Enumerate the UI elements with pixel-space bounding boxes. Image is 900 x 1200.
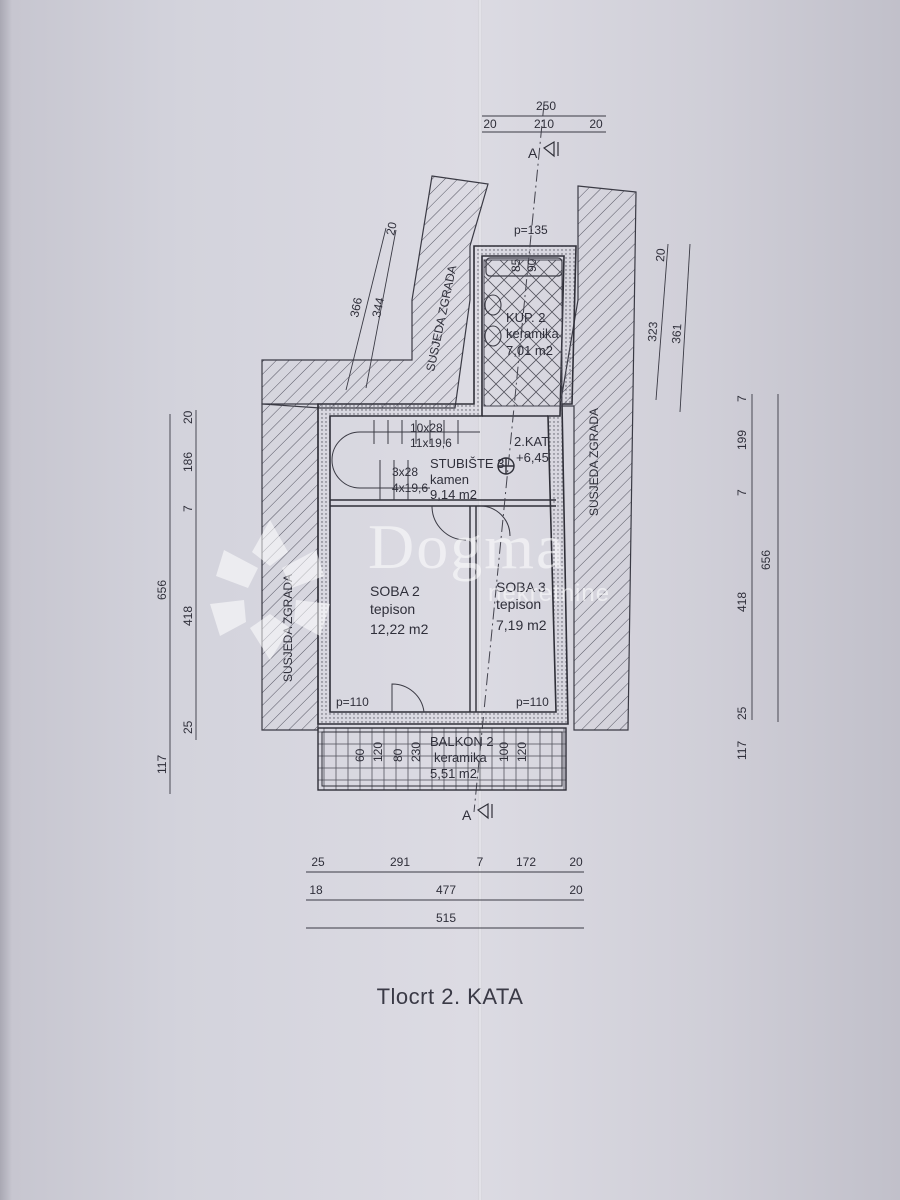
dim-upperright-323: 323	[645, 321, 660, 342]
section-marker-bottom: A	[462, 807, 472, 823]
dim-right-199: 199	[735, 430, 749, 450]
dim-top-b: 210	[534, 117, 554, 131]
room3-name: SOBA 3	[496, 579, 546, 595]
dim-upperleft-344: 344	[369, 296, 387, 319]
bathroom-floor	[483, 259, 563, 407]
balcony-area: 5,51 m2	[430, 766, 477, 781]
bath-fixture-dim-b: 90	[525, 258, 539, 272]
dim-bottom-18: 18	[309, 883, 323, 897]
section-arrow-top-icon	[542, 140, 559, 158]
balcony	[317, 727, 567, 791]
dim-right-7b: 7	[735, 489, 749, 496]
balcony-dim-60: 60	[353, 748, 367, 762]
dim-bottom-20a: 20	[569, 855, 583, 869]
sheet-shadow-edge	[0, 0, 12, 1200]
bath-fixture-dim-a: 85	[509, 258, 523, 272]
dim-bottom-172: 172	[516, 855, 536, 869]
dim-bottom-20b: 20	[569, 883, 583, 897]
balcony-dim-230: 230	[409, 742, 423, 762]
balcony-dim-120b: 120	[515, 742, 529, 762]
balcony-dim-100: 100	[497, 742, 511, 762]
level-marker-cross	[498, 458, 514, 474]
dim-bottom-515: 515	[436, 911, 456, 925]
room2-finish: tepison	[370, 601, 415, 617]
dim-left-117: 117	[155, 755, 169, 774]
plan-title: Tlocrt 2. KATA	[376, 984, 524, 1009]
stairs-step-b1: 3x28	[392, 465, 418, 479]
toilet-fixture	[484, 294, 502, 316]
building-walls	[317, 245, 577, 725]
bathroom-area: 7,01 m2	[506, 343, 553, 358]
stairs-area: 9,14 m2	[430, 487, 477, 502]
interior-partitions	[330, 415, 556, 712]
dim-upperright-20: 20	[653, 248, 668, 263]
dim-bottom-25: 25	[311, 855, 325, 869]
section-line-a	[473, 103, 545, 813]
dim-upperleft-20: 20	[383, 220, 400, 236]
dim-left-418: 418	[181, 606, 195, 626]
stairs-name: STUBIŠTE 3	[430, 456, 504, 471]
room2-area: 12,22 m2	[370, 621, 429, 637]
bathroom-finish: keramika	[506, 326, 560, 341]
bidet-fixture	[484, 325, 502, 347]
bathtub	[485, 257, 563, 277]
dim-left-25: 25	[181, 720, 195, 734]
level-value: +6,45	[516, 450, 549, 465]
dim-left-656: 656	[155, 580, 169, 600]
dim-upperleft-366: 366	[347, 296, 365, 319]
neighbor-label-left: SUSJEDA ZGRADA	[281, 574, 295, 682]
balcony-finish: keramika	[434, 750, 488, 765]
dim-left-186: 186	[181, 452, 195, 472]
room3-area: 7,19 m2	[496, 617, 547, 633]
staircase	[331, 420, 480, 500]
section-marker-top: A	[528, 145, 538, 161]
door-swings	[391, 505, 511, 713]
dim-right-7a: 7	[735, 395, 749, 402]
bathroom-door-width: p=135	[514, 223, 548, 237]
dim-top-total: 250	[536, 99, 556, 113]
neighbor-label-right: SUSJEDA ZGRADA	[587, 408, 601, 516]
room2-opening: p=110	[336, 695, 369, 709]
dim-right-25: 25	[735, 706, 749, 720]
dimension-lines	[169, 115, 779, 929]
dim-bottom-291: 291	[390, 855, 410, 869]
balcony-dim-80: 80	[391, 748, 405, 762]
stairs-step-b2: 4x19,6	[392, 481, 428, 495]
sheet-fold-line	[478, 0, 482, 1200]
dim-top-a: 20	[483, 117, 497, 131]
room2-name: SOBA 2	[370, 583, 420, 599]
dim-left-20: 20	[181, 410, 195, 424]
section-arrow-bottom-icon	[476, 802, 493, 820]
dim-upperright-361: 361	[669, 323, 684, 344]
bathroom-name: KUP. 2	[506, 310, 546, 325]
balcony-name: BALKON 2	[430, 734, 494, 749]
room3-opening: p=110	[516, 695, 549, 709]
dim-top-c: 20	[589, 117, 603, 131]
level-name: 2.KAT	[514, 434, 549, 449]
neighbor-label-top: SUSJEDA ZGRADA	[423, 264, 459, 373]
stairs-step-a1: 10x28	[410, 421, 443, 435]
dim-right-418: 418	[735, 592, 749, 612]
dim-right-117: 117	[735, 741, 749, 760]
dim-bottom-477: 477	[436, 883, 456, 897]
balcony-dim-120a: 120	[371, 742, 385, 762]
dim-bottom-7: 7	[477, 855, 484, 869]
room3-finish: tepison	[496, 596, 541, 612]
dim-left-7: 7	[181, 505, 195, 512]
dim-right-656: 656	[759, 550, 773, 570]
stairs-step-a2: 11x19,6	[410, 436, 452, 450]
stairs-finish: kamen	[430, 472, 469, 487]
